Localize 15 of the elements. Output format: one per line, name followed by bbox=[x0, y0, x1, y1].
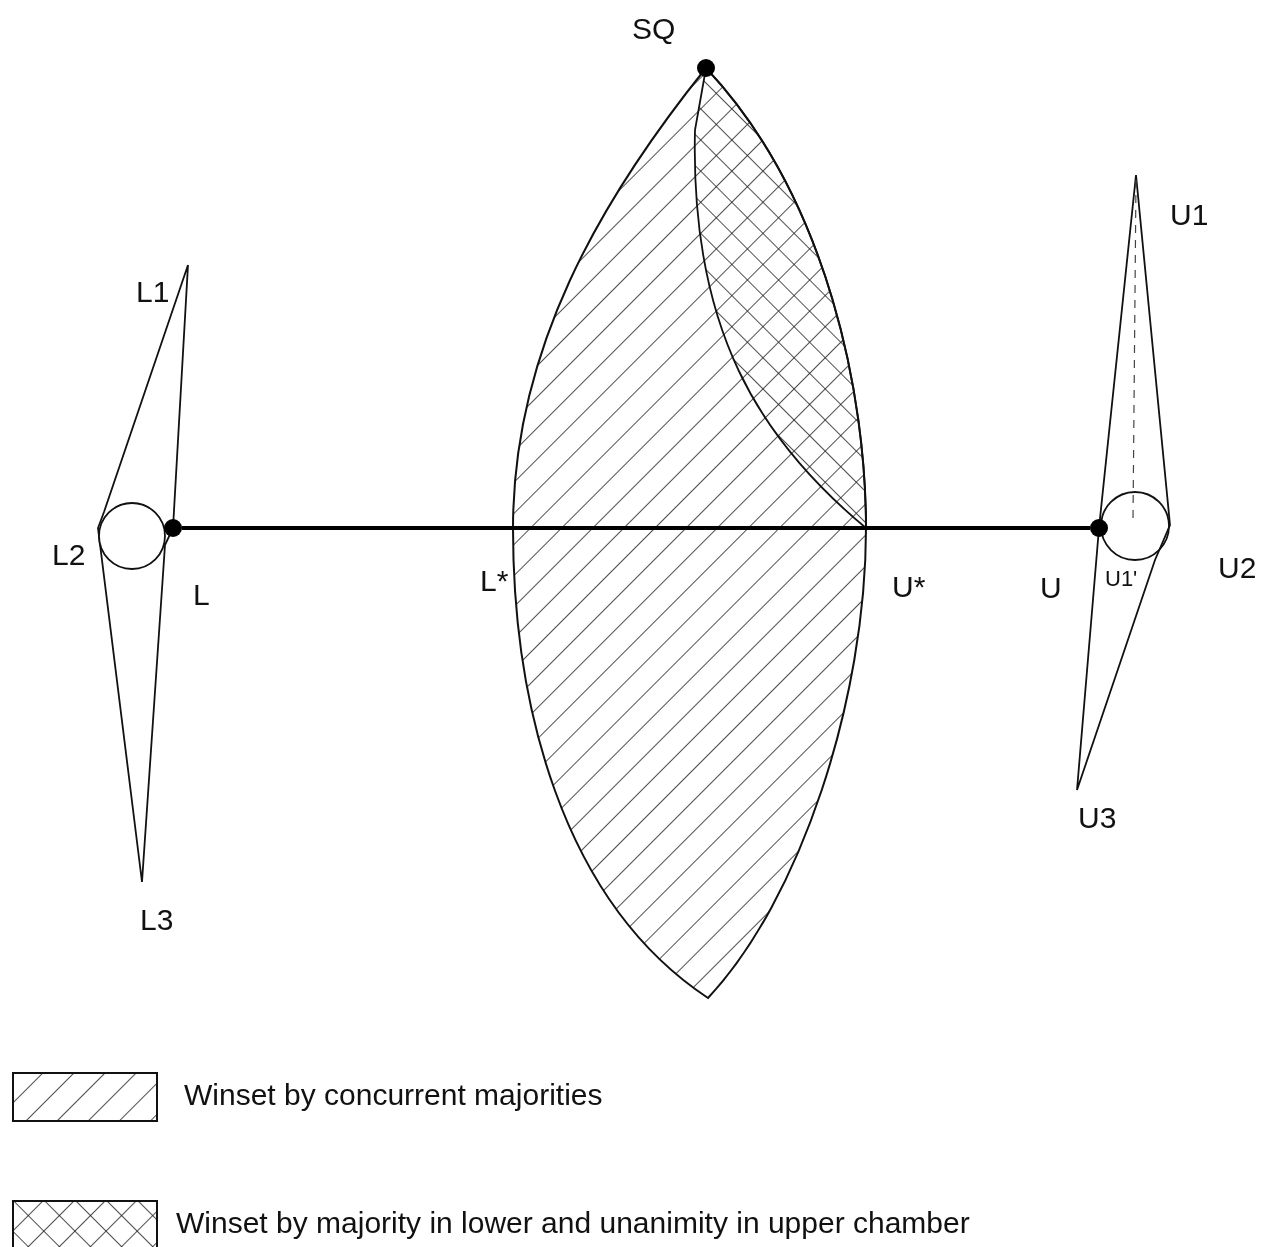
point-label: U3 bbox=[1078, 803, 1117, 833]
point-label: L1 bbox=[136, 277, 170, 307]
point-label: U bbox=[1040, 573, 1062, 603]
point-label: L3 bbox=[140, 905, 174, 935]
point-label: U2 bbox=[1218, 553, 1257, 583]
line bbox=[182, 526, 1090, 530]
legend-text: Winset by concurrent majorities bbox=[184, 1080, 603, 1110]
point-label: SQ bbox=[632, 14, 676, 44]
point-label: L2 bbox=[52, 540, 86, 570]
point-label: L bbox=[193, 580, 210, 610]
point-label: U1' bbox=[1105, 568, 1138, 590]
point-label: L* bbox=[480, 566, 509, 596]
point-label: U* bbox=[892, 572, 926, 602]
legend-text: Winset by majority in lower and unanimity in upper chamber bbox=[176, 1208, 970, 1238]
point-label: U1 bbox=[1170, 200, 1209, 230]
